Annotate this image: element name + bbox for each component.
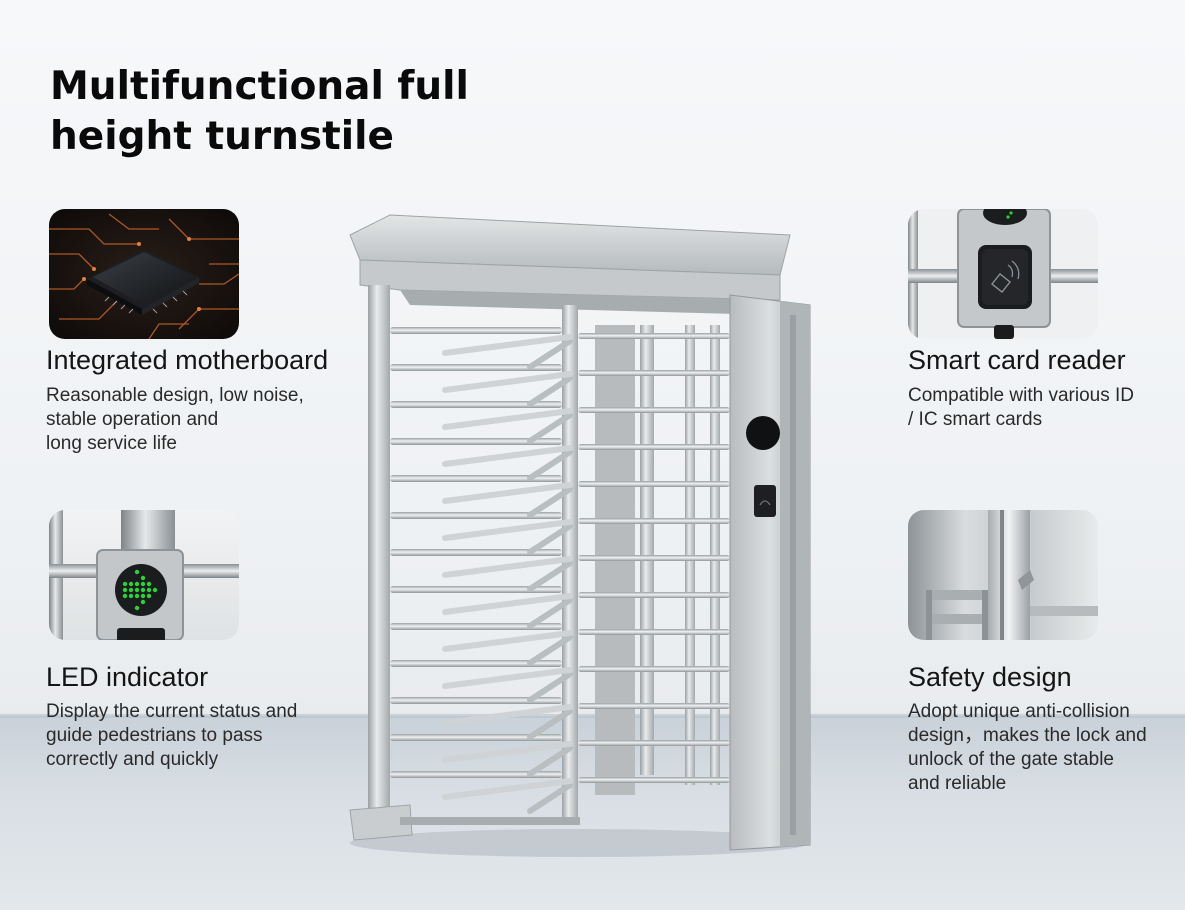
rotor-arm	[442, 704, 573, 726]
fixed-bar	[390, 401, 562, 408]
motherboard-desc-line: long service life	[46, 433, 177, 454]
title-line-1: Multifunctional full	[50, 64, 469, 109]
rotor-arm	[527, 523, 573, 555]
led-desc-line: Display the current status and	[46, 701, 298, 722]
rotor-arm	[442, 778, 573, 800]
rotor-arm	[527, 708, 573, 740]
card-reader-thumbnail	[908, 209, 1098, 339]
back-bar	[578, 740, 730, 746]
rotor-arm	[527, 412, 573, 444]
card-reader-heading: Smart card reader	[908, 345, 1126, 375]
microchip-icon	[49, 209, 239, 339]
green-arrow-icon	[49, 510, 239, 640]
fixed-bar	[390, 586, 562, 593]
card-reader-icon	[908, 209, 1098, 339]
back-bar	[578, 555, 730, 561]
rotor-arm	[442, 667, 573, 689]
back-bar	[578, 370, 730, 376]
back-bar	[578, 333, 730, 339]
safety-heading: Safety design	[908, 662, 1072, 692]
rotor-arm	[527, 597, 573, 629]
rotor-arm	[442, 630, 573, 652]
back-bar	[578, 629, 730, 635]
fixed-bar	[390, 475, 562, 482]
fixed-bar	[390, 771, 562, 778]
fixed-bar	[390, 734, 562, 741]
rotor-arm	[527, 634, 573, 666]
fixed-bar	[390, 364, 562, 371]
fixed-bar	[390, 549, 562, 556]
fixed-bar	[390, 660, 562, 667]
rotor-arm	[442, 445, 573, 467]
back-bar	[578, 518, 730, 524]
motherboard-thumbnail	[49, 209, 239, 339]
back-bar	[578, 777, 730, 783]
motherboard-heading: Integrated motherboard	[46, 345, 329, 375]
safety-description: Adopt unique anti-collision design，makes…	[908, 700, 1147, 796]
title-line-2: height turnstile	[50, 114, 394, 159]
card-reader-description: Compatible with various ID / IC smart ca…	[908, 384, 1134, 432]
fixed-bar	[390, 623, 562, 630]
page-title: Multifunctional full height turnstile	[50, 62, 570, 162]
back-bar	[578, 703, 730, 709]
safety-thumbnail	[908, 510, 1098, 640]
card-reader-desc-line: Compatible with various ID	[908, 385, 1134, 406]
led-description: Display the current status and guide ped…	[46, 700, 297, 772]
led-desc-line: guide pedestrians to pass	[46, 725, 263, 746]
back-bar	[578, 666, 730, 672]
motherboard-description: Reasonable design, low noise, stable ope…	[46, 384, 304, 456]
safety-desc-line: design，makes the lock and	[908, 725, 1147, 746]
fixed-bar	[390, 512, 562, 519]
safety-desc-line: and reliable	[908, 773, 1007, 794]
back-bar	[578, 444, 730, 450]
card-reader-desc-line: / IC smart cards	[908, 409, 1043, 430]
back-bar	[578, 481, 730, 487]
fixed-bar	[390, 438, 562, 445]
rotor-arm	[527, 375, 573, 407]
fixed-bar	[390, 697, 562, 704]
rotor-arm	[527, 745, 573, 777]
rotor-arm	[442, 519, 573, 541]
back-bar	[578, 592, 730, 598]
motherboard-desc-line: Reasonable design, low noise,	[46, 385, 304, 406]
fixed-bar	[390, 327, 562, 334]
floor-background	[0, 716, 1185, 910]
motherboard-desc-line: stable operation and	[46, 409, 219, 430]
rotor-arm-icon	[908, 510, 1098, 640]
rotor-arm	[442, 556, 573, 578]
back-bar	[578, 407, 730, 413]
rotor-arm	[527, 782, 573, 814]
turnstile-illustration	[349, 214, 811, 857]
rotor-arm	[442, 371, 573, 393]
rotor-arm	[527, 671, 573, 703]
rotor-arm	[527, 338, 573, 370]
safety-desc-line: unlock of the gate stable	[908, 749, 1114, 770]
led-desc-line: correctly and quickly	[46, 749, 219, 770]
rotor-arm	[527, 449, 573, 481]
rotor-arm	[442, 482, 573, 504]
rotor-arm	[442, 593, 573, 615]
rotor-arm	[442, 408, 573, 430]
horizon-line	[0, 714, 1185, 718]
safety-desc-line: Adopt unique anti-collision	[908, 701, 1130, 722]
rotor-arm	[527, 560, 573, 592]
rotor-arm	[442, 741, 573, 763]
rotor-arm	[527, 486, 573, 518]
led-heading: LED indicator	[46, 662, 209, 692]
led-thumbnail	[49, 510, 239, 640]
rotor-arm	[442, 334, 573, 356]
